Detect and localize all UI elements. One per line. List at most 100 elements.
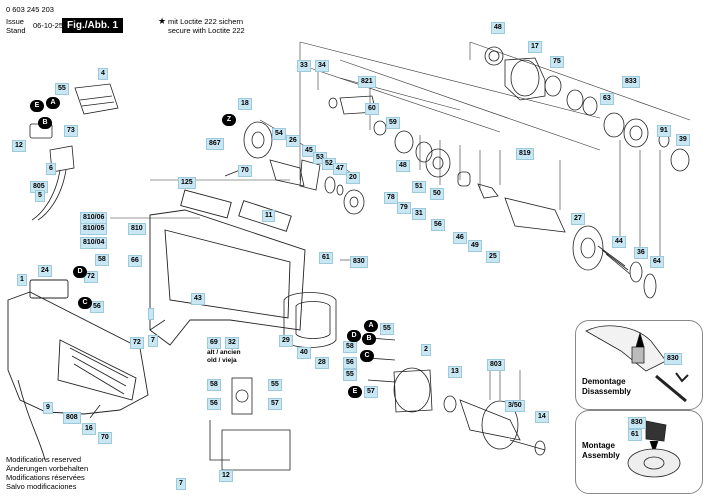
part-label: 58 <box>207 379 221 391</box>
part-label: 56 <box>90 301 104 313</box>
footer-line-4: Salvo modificaciones <box>6 482 77 491</box>
callout-e: E <box>30 100 44 112</box>
part-label: 12 <box>12 140 26 152</box>
part-label: 57 <box>364 386 378 398</box>
montage-part-label-61: 61 <box>628 429 642 441</box>
part-label: 24 <box>38 265 52 277</box>
part-label: 55 <box>380 323 394 335</box>
callout-d-right: D <box>347 330 361 342</box>
part-label: 17 <box>528 41 542 53</box>
part-label: 9 <box>43 402 53 414</box>
callout-a-right: A <box>364 320 378 332</box>
part-label: 60 <box>365 103 379 115</box>
part-label: 56 <box>343 357 357 369</box>
part-label: 72 <box>84 271 98 283</box>
loctite-note-en: secure with Loctite 222 <box>168 26 245 35</box>
part-label: 48 <box>491 22 505 34</box>
part-label: 810/05 <box>80 223 108 235</box>
main-housing <box>7 279 149 461</box>
footer-line-2: Änderungen vorbehalten <box>6 464 89 473</box>
part-label: 29 <box>279 335 293 347</box>
part-label: 69 <box>207 337 221 349</box>
montage-part-label-830: 830 <box>628 417 646 429</box>
part-label: 11 <box>262 210 276 222</box>
clutch-parts <box>484 46 690 172</box>
callout-b: B <box>38 117 52 129</box>
part-label: 25 <box>486 251 500 263</box>
montage-title-de: Montage <box>582 441 615 450</box>
part-label: 55 <box>343 369 357 381</box>
part-label: 16 <box>82 423 96 435</box>
part-label: 12 <box>219 470 233 482</box>
issue-label: Issue <box>6 17 24 26</box>
part-label: 78 <box>384 192 398 204</box>
part-number: 0 603 245 203 <box>6 5 54 14</box>
part-label: 55 <box>55 83 69 95</box>
part-label: 7 <box>148 335 158 347</box>
old-version-note: alt / ancien <box>207 349 241 356</box>
demontage-part-label: 830 <box>664 353 682 365</box>
demontage-illustration <box>585 325 689 403</box>
part-label: 13 <box>448 366 462 378</box>
part-label: 54 <box>272 128 286 140</box>
part-label: 33 <box>297 60 311 72</box>
callout-b-right: B <box>362 333 376 345</box>
part-label: 808 <box>63 412 81 424</box>
montage-illustration <box>627 420 681 478</box>
part-label: 50 <box>430 188 444 200</box>
part-label: 28 <box>315 357 329 369</box>
part-label: 61 <box>319 252 333 264</box>
part-label: 79 <box>397 202 411 214</box>
figure-badge: Fig./Abb. 1 <box>62 18 124 33</box>
part-label: 125 <box>178 177 196 189</box>
montage-title-en: Assembly <box>582 451 620 460</box>
part-label: 34 <box>315 60 329 72</box>
old-version-note-2: old / vieja <box>207 357 237 364</box>
part-label: 49 <box>468 240 482 252</box>
part-label: 36 <box>634 247 648 259</box>
part-label: 64 <box>650 256 664 268</box>
part-label: 5 <box>35 190 45 202</box>
inset-demontage: Demontage Disassembly 830 <box>575 320 703 410</box>
part-label: 32 <box>225 337 239 349</box>
star-icon: ★ <box>158 16 167 26</box>
part-label: 1 <box>17 274 27 286</box>
demontage-title-de: Demontage <box>582 377 626 386</box>
part-label: 20 <box>346 172 360 184</box>
part-label: 75 <box>550 56 564 68</box>
part-label: 821 <box>358 76 376 88</box>
part-label: 58 <box>343 341 357 353</box>
callout-d-left: D <box>73 266 87 278</box>
housing-half <box>149 189 306 346</box>
wiring-diagram <box>209 377 291 471</box>
part-label: 3/50 <box>505 400 525 412</box>
loctite-note-de: mit Loctite 222 sichern <box>168 17 244 26</box>
issue-date: 06-10-25 <box>33 21 64 30</box>
part-label: 810 <box>128 223 146 235</box>
part-label: 31 <box>412 208 426 220</box>
part-label: 26 <box>286 135 300 147</box>
part-label: 66 <box>128 255 142 267</box>
part-label: 830 <box>350 256 368 268</box>
part-label: 70 <box>98 432 112 444</box>
part-label: 63 <box>600 93 614 105</box>
part-label: 70 <box>238 165 252 177</box>
part-label: 45 <box>302 145 316 157</box>
part-label: 803 <box>487 359 505 371</box>
motor-parts <box>393 367 546 456</box>
callout-c-right: C <box>360 350 374 362</box>
part-label: 72 <box>130 337 144 349</box>
part-label: 58 <box>95 254 109 266</box>
part-label: 867 <box>206 138 224 150</box>
stand-label: Stand <box>6 26 26 35</box>
part-label: 57 <box>268 398 282 410</box>
demontage-title-en: Disassembly <box>582 387 631 396</box>
part-label: 48 <box>396 160 410 172</box>
part-label: 4 <box>98 68 108 80</box>
part-label: 56 <box>431 219 445 231</box>
part-label: 14 <box>535 411 549 423</box>
callout-a: A <box>46 97 60 109</box>
part-label: 91 <box>657 125 671 137</box>
part-label: 59 <box>386 117 400 129</box>
callout-e-right: E <box>348 386 362 398</box>
